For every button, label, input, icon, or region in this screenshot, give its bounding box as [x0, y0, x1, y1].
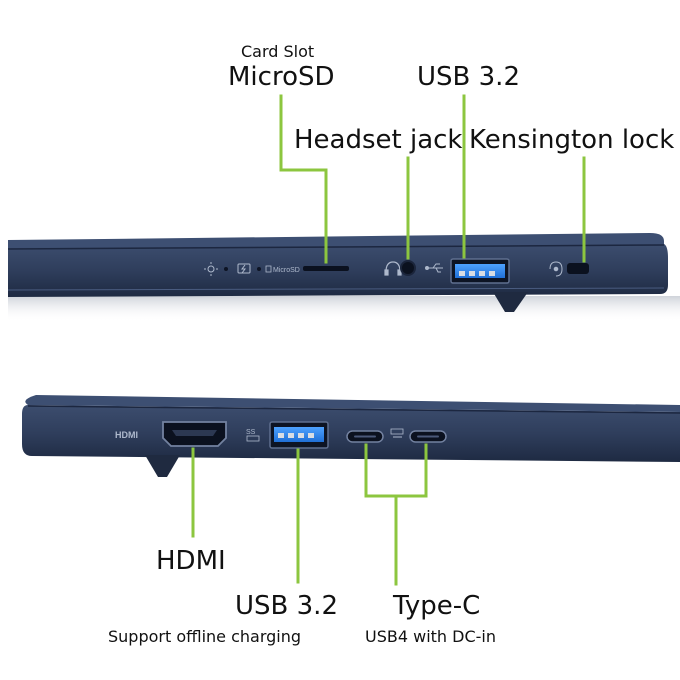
usb-top-label: USB 3.2 [417, 62, 520, 92]
headset-jack-label: Headset jack [294, 125, 463, 155]
microsd-label: MicroSD [228, 62, 335, 92]
type-c-subtitle: USB4 with DC-in [365, 627, 496, 646]
laptop-foot [493, 292, 528, 312]
laptop-lid-left [25, 395, 680, 412]
kensington-lock-label: Kensington lock [469, 125, 675, 155]
headset-icon [384, 261, 402, 276]
usb-bottom-label: USB 3.2 [235, 591, 338, 621]
svg-text:SS: SS [246, 429, 256, 436]
headset-jack-port [400, 260, 416, 276]
laptop-right-side: MicroSD [7, 233, 680, 322]
laptop-left-side: HDMI SS [22, 395, 680, 477]
charge-led [257, 267, 261, 271]
usb-bottom-subtitle: Support offline charging [108, 627, 302, 646]
microsd-icon [265, 265, 272, 273]
microsd-subtitle: Card Slot [241, 42, 315, 61]
laptop-foot-left [145, 455, 180, 477]
kensington-slot [567, 263, 589, 274]
microsd-port-text: MicroSD [273, 267, 300, 274]
status-led [224, 267, 228, 271]
power-light-icon [204, 262, 218, 276]
usb-ss-icon: SS [246, 429, 260, 442]
battery-charge-icon [237, 263, 251, 274]
laptop-shadow [8, 296, 680, 322]
type-c-label: Type-C [393, 591, 481, 621]
usb-icon [425, 263, 443, 273]
hdmi-label-icon: HDMI [115, 430, 138, 440]
callout-line-microsd [279, 94, 328, 264]
microsd-slot [303, 266, 349, 271]
callout-lines [191, 94, 586, 586]
hdmi-label: HDMI [156, 546, 226, 576]
thunderbolt-icon [390, 428, 404, 438]
lock-icon [549, 261, 563, 277]
